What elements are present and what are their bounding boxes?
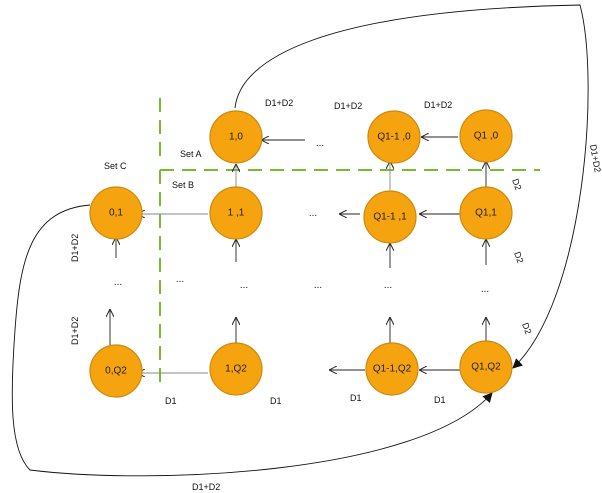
state-node-q1-1: Q1,1 [459,186,513,240]
rate-label-d1-b: D1 [270,396,282,406]
node-label: 0,1 [109,208,123,219]
node-label: 1,Q2 [225,364,247,375]
node-label: Q1-1 ,0 [377,132,411,143]
state-node-0-1: 0,1 [89,186,143,240]
node-label: 1 ,1 [228,208,245,219]
rate-label-left-lower: D1+D2 [70,317,80,345]
node-label: Q1-1 ,1 [373,212,407,223]
state-node-q1m1-q2: Q1-1,Q2 [365,342,419,396]
ellipsis-row1: ... [309,208,317,219]
state-node-q1m1-0: Q1-1 ,0 [367,110,421,164]
node-label: Q1,1 [475,208,497,219]
rate-label-d2-b: D2 [512,250,525,264]
state-node-q1-q2: Q1,Q2 [459,340,513,394]
rate-label-bottom: D1+D2 [192,482,220,492]
ellipsis-mid-left: ... [176,274,184,285]
ellipsis-col1: ... [240,280,248,291]
set-c-label: Set C [104,161,127,171]
rate-label-top-3: D1+D2 [424,100,452,110]
state-node-q1-0: Q1 ,0 [459,109,513,163]
rate-label-right-outer: D1+D2 [588,144,602,174]
loop-top-right-curve [234,4,589,369]
ellipsis-row0: ... [316,138,324,149]
set-b-label: Set B [172,180,194,190]
ellipsis-col-q1m1: ... [384,280,392,291]
node-label: Q1 ,0 [474,131,499,142]
rate-label-d2-a: D2 [510,177,523,191]
rate-label-d2-c: D2 [520,321,533,335]
ellipsis-col0: ... [114,277,122,288]
node-label: 1,0 [229,132,243,143]
rate-label-left-upper: D1+D2 [70,234,80,262]
node-label: 0,Q2 [105,366,127,377]
node-label: Q1-1,Q2 [373,364,412,375]
state-node-0-q2: 0,Q2 [89,344,143,398]
state-node-q1m1-1: Q1-1 ,1 [363,190,417,244]
rate-label-d1-c: D1 [350,393,362,403]
rate-label-d1-d: D1 [434,395,446,405]
state-node-1-0: 1,0 [209,110,263,164]
rate-label-d1-a: D1 [165,396,177,406]
set-a-label: Set A [180,149,202,159]
rate-label-top-1: D1+D2 [265,98,293,108]
state-node-1-q2: 1,Q2 [209,342,263,396]
node-label: Q1,Q2 [471,362,501,373]
rate-label-top-2: D1+D2 [334,101,362,111]
ellipsis-col-q1: ... [481,284,489,295]
loop-left-curve [11,204,493,477]
ellipsis-mid: ... [314,280,322,291]
state-node-1-1: 1 ,1 [209,186,263,240]
